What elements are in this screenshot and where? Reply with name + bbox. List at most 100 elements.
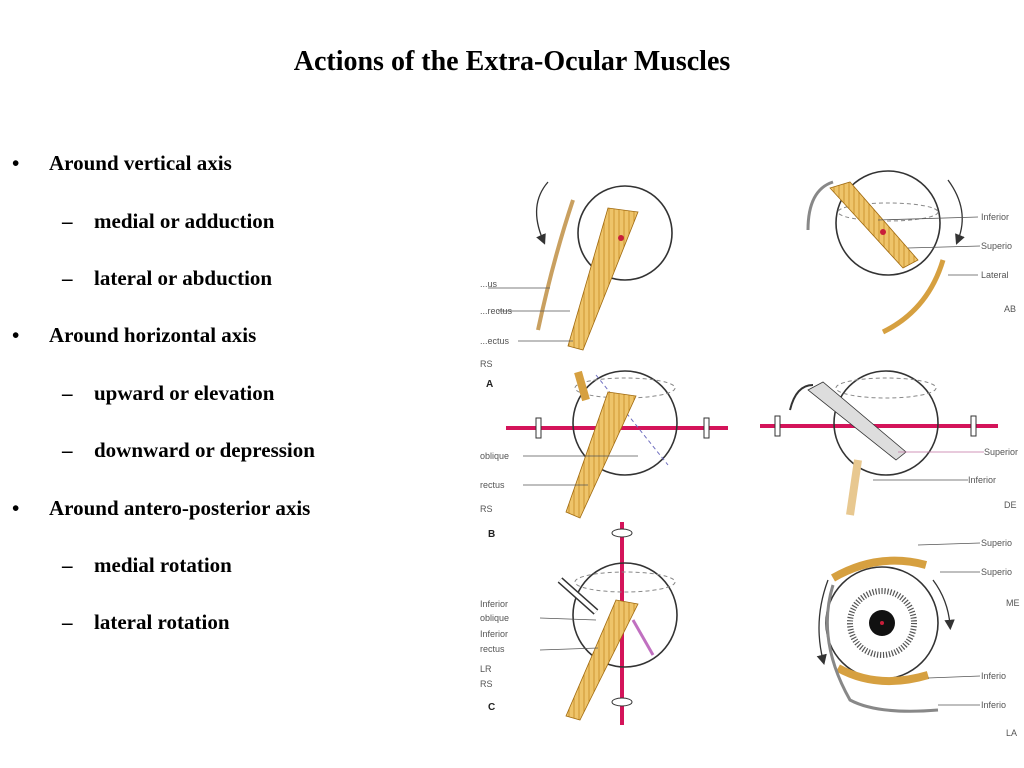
axis-clip bbox=[535, 417, 542, 439]
sub-bullet-label: lateral or abduction bbox=[94, 266, 273, 290]
leader-line bbox=[917, 542, 981, 546]
label-muscle: ...ectus bbox=[480, 336, 510, 346]
sub-bullet-elevation: –upward or elevation bbox=[62, 381, 274, 406]
sub-bullet-label: medial rotation bbox=[94, 553, 232, 577]
label-muscle: Superio bbox=[981, 538, 1012, 548]
muscle-trochlea bbox=[789, 384, 814, 411]
panel-letter: C bbox=[488, 702, 495, 713]
sub-bullet-lateral-rotation: –lateral rotation bbox=[62, 610, 230, 635]
sub-bullet-label: upward or elevation bbox=[94, 381, 275, 405]
muscle-insertion-dot bbox=[880, 229, 886, 235]
bullet-label: Around horizontal axis bbox=[49, 323, 257, 347]
label-muscle: oblique bbox=[480, 451, 509, 461]
label-muscle: Inferior bbox=[480, 599, 508, 609]
axis-clip bbox=[970, 415, 977, 437]
panel-letter: A bbox=[486, 379, 493, 390]
action-line bbox=[595, 374, 669, 466]
muscle-oblique-tendon bbox=[536, 199, 575, 331]
eyeball-equator bbox=[835, 377, 937, 399]
sub-bullet-abduction: –lateral or abduction bbox=[62, 266, 272, 291]
bullet-antero-posterior-axis: • Around antero-posterior axis bbox=[12, 496, 310, 521]
rotation-arrow-icon bbox=[816, 579, 829, 666]
sub-bullet-depression: –downward or depression bbox=[62, 438, 315, 463]
rotation-arrow-icon bbox=[932, 579, 955, 631]
label-side: RS bbox=[480, 504, 493, 514]
bullet-label: Around antero-posterior axis bbox=[49, 496, 311, 520]
muscle-superior-oblique bbox=[807, 381, 907, 461]
page-title: Actions of the Extra-Ocular Muscles bbox=[293, 46, 731, 77]
pupil-center-dot bbox=[880, 621, 884, 625]
leader-line bbox=[907, 245, 981, 249]
panel-a: ...us ...rectus ...ectus RS A bbox=[480, 181, 673, 390]
eye-muscle-figure: ...us ...rectus ...ectus RS A Inferior S… bbox=[480, 170, 1020, 738]
leader-line bbox=[539, 617, 597, 621]
label-muscle: Superio bbox=[981, 241, 1012, 251]
label-side: LA bbox=[1006, 728, 1017, 738]
label-muscle: ...us bbox=[480, 279, 498, 289]
label-muscle: rectus bbox=[480, 644, 505, 654]
bullet-marker: • bbox=[12, 496, 20, 520]
muscle-superior-rectus bbox=[565, 391, 637, 519]
panel-ab: Inferior Superio Lateral AB bbox=[806, 170, 1016, 335]
eyeball-outline bbox=[833, 370, 939, 476]
bullet-list: •Around vertical axis –medial or adducti… bbox=[0, 0, 470, 768]
muscle-inferior-oblique bbox=[825, 584, 939, 713]
label-muscle: Inferior bbox=[968, 475, 996, 485]
label-side: DE bbox=[1004, 500, 1017, 510]
eyeball-outline bbox=[572, 370, 678, 476]
bullet-vertical-axis: • Around vertical axis bbox=[12, 151, 232, 176]
eyeball-outline bbox=[577, 185, 673, 281]
label-muscle: Inferior bbox=[480, 629, 508, 639]
sub-bullet-marker: – bbox=[62, 438, 73, 462]
muscle-superior-oblique bbox=[806, 180, 834, 231]
eyeball-equator bbox=[837, 202, 939, 222]
panel-c: Inferior oblique Inferior rectus LR RS C bbox=[480, 522, 678, 725]
label-muscle: Inferio bbox=[981, 671, 1006, 681]
sub-bullet-label: medial or adduction bbox=[94, 209, 275, 233]
label-muscle: LR bbox=[480, 664, 492, 674]
muscle-lateral-rectus bbox=[881, 259, 946, 335]
muscle-superior-rectus bbox=[829, 181, 919, 269]
label-muscle: Superio bbox=[981, 567, 1012, 577]
label-muscle: oblique bbox=[480, 613, 509, 623]
sub-bullet-adduction: –medial or adduction bbox=[62, 209, 274, 234]
label-side: RS bbox=[480, 359, 493, 369]
sub-bullet-label: downward or depression bbox=[94, 438, 315, 462]
axis-clip bbox=[611, 528, 633, 538]
leader-line bbox=[927, 675, 981, 679]
sub-bullet-marker: – bbox=[62, 610, 73, 634]
muscle-superior-rectus bbox=[831, 556, 928, 582]
iris-icon bbox=[847, 588, 917, 658]
muscle-inferior-oblique-inner bbox=[558, 578, 598, 614]
sub-bullet-medial-rotation: –medial rotation bbox=[62, 553, 232, 578]
sub-bullet-marker: – bbox=[62, 209, 73, 233]
label-muscle: Lateral bbox=[981, 270, 1009, 280]
panel-me: Superio Superio Inferio Inferio ME LA bbox=[816, 538, 1020, 738]
leader-line bbox=[539, 647, 599, 651]
rotation-arrow-icon bbox=[947, 179, 965, 245]
muscle-inferior-rectus bbox=[846, 459, 862, 516]
axis-clip bbox=[703, 417, 710, 439]
label-side: RS bbox=[480, 679, 493, 689]
bullet-marker: • bbox=[12, 151, 20, 175]
label-side: ME bbox=[1006, 598, 1020, 608]
leader-line bbox=[877, 216, 979, 221]
label-muscle: Superior bbox=[984, 447, 1018, 457]
panel-de: Superior Inferior DE bbox=[760, 370, 1018, 516]
label-side: AB bbox=[1004, 304, 1016, 314]
eyeball-equator bbox=[574, 571, 676, 593]
muscle-insertion-dot bbox=[618, 235, 624, 241]
axis-clip bbox=[774, 415, 781, 437]
label-muscle: ...rectus bbox=[480, 306, 513, 316]
muscle-lateral-rectus bbox=[567, 207, 639, 351]
bullet-marker: • bbox=[12, 323, 20, 347]
eyeball-outline bbox=[572, 562, 678, 668]
label-muscle: Inferio bbox=[981, 700, 1006, 710]
bullet-label: Around vertical axis bbox=[49, 151, 232, 175]
panel-letter: B bbox=[488, 529, 495, 540]
muscle-inferior-rectus bbox=[565, 599, 639, 721]
bullet-horizontal-axis: • Around horizontal axis bbox=[12, 323, 256, 348]
sub-bullet-marker: – bbox=[62, 381, 73, 405]
muscle-tendon bbox=[631, 619, 655, 656]
panel-b: oblique rectus RS B bbox=[480, 370, 728, 540]
